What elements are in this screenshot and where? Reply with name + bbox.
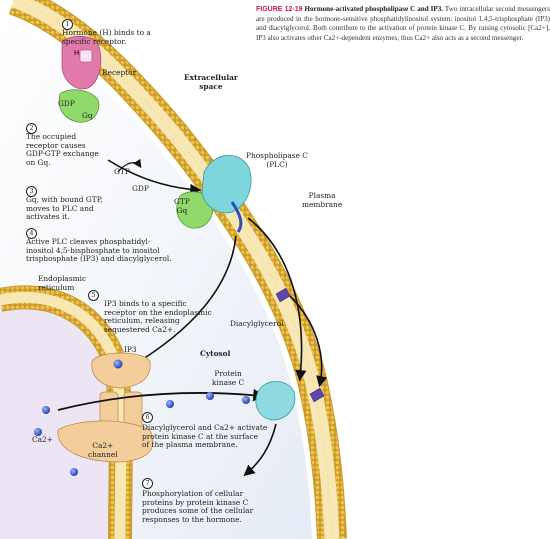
calcium-channel-label: Ca2+ channel [88, 441, 118, 459]
caption-body: Two intracellular second messengers are … [256, 5, 550, 42]
receptor-label: Receptor [102, 68, 137, 77]
receptor-protein [61, 35, 102, 90]
plc-enzyme [201, 154, 252, 233]
cleavage-arrow-dag [247, 217, 307, 382]
calcium-ion [166, 400, 174, 408]
plc-label: Phospholipase C (PLC) [246, 151, 308, 169]
dag-to-pkc-arrow [289, 295, 328, 388]
step-text: Hormone (H) binds to a specific receptor… [62, 28, 151, 46]
figure-title: Hormone-activated phospholipase C and IP… [304, 5, 444, 13]
extracellular-label: Extracellular space [184, 73, 238, 91]
figure-label: FIGURE 12-19 [256, 6, 303, 13]
calcium-ion [206, 392, 214, 400]
calcium-ion [70, 468, 78, 476]
gdp-released-label: GDP [132, 184, 149, 193]
figure-caption: FIGURE 12-19 Hormone-activated phospholi… [256, 5, 550, 43]
hormone-label: H [74, 48, 80, 57]
step-number: 1 [62, 19, 73, 30]
step-number: 7 [142, 478, 153, 489]
calcium-ions [34, 392, 250, 476]
diacylglycerol-label: Diacylglycerol [230, 319, 284, 328]
dag-molecule [275, 287, 325, 403]
ip3-receptor-channel [57, 352, 154, 463]
step-number: 6 [142, 412, 153, 423]
gtp-label: GTP [114, 167, 130, 176]
phosphorylation-arrow [243, 423, 277, 477]
step-text: The occupied receptor causes GDP-GTP exc… [26, 132, 99, 167]
er-membrane [0, 285, 133, 539]
calcium-ion [42, 406, 50, 414]
exchange-arrow [117, 158, 142, 173]
step-number: 5 [88, 290, 99, 301]
step-number: 2 [26, 123, 37, 134]
g-protein-top [58, 89, 100, 123]
gtp-gq-label: GTP Gq [174, 197, 190, 215]
step-text: Diacylglycerol and Ca2+ activate protein… [142, 423, 268, 450]
protein-kinase-c [255, 381, 296, 421]
calcium-ion [242, 396, 250, 404]
step-number: 3 [26, 186, 37, 197]
ip3-label: IP3 [124, 345, 137, 354]
cytosol-label: Cytosol [200, 349, 231, 358]
plasma-membrane-label: Plasma membrane [302, 191, 343, 209]
move-arrow [107, 159, 202, 196]
step-number: 4 [26, 228, 37, 239]
step-text: IP3 binds to a specific receptor on the … [104, 299, 212, 334]
step-text: Gq, with bound GTP, moves to PLC and act… [26, 195, 103, 222]
g-protein-active [176, 191, 214, 229]
calcium-flow-arrow [57, 388, 266, 411]
calcium-ion [34, 428, 42, 436]
step-text: Phosphorylation of cellular proteins by … [142, 489, 254, 524]
er-label: Endoplasmic reticulum [38, 274, 87, 292]
gq-label: Gq [82, 111, 93, 120]
calcium-label: Ca2+ [32, 435, 53, 444]
gdp-label: GDP [58, 99, 75, 108]
step-text: Active PLC cleaves phosphatidyl- inosito… [26, 237, 172, 264]
pkc-label: Protein kinase C [212, 369, 245, 387]
cleavage-arrow-ip3 [129, 235, 237, 368]
